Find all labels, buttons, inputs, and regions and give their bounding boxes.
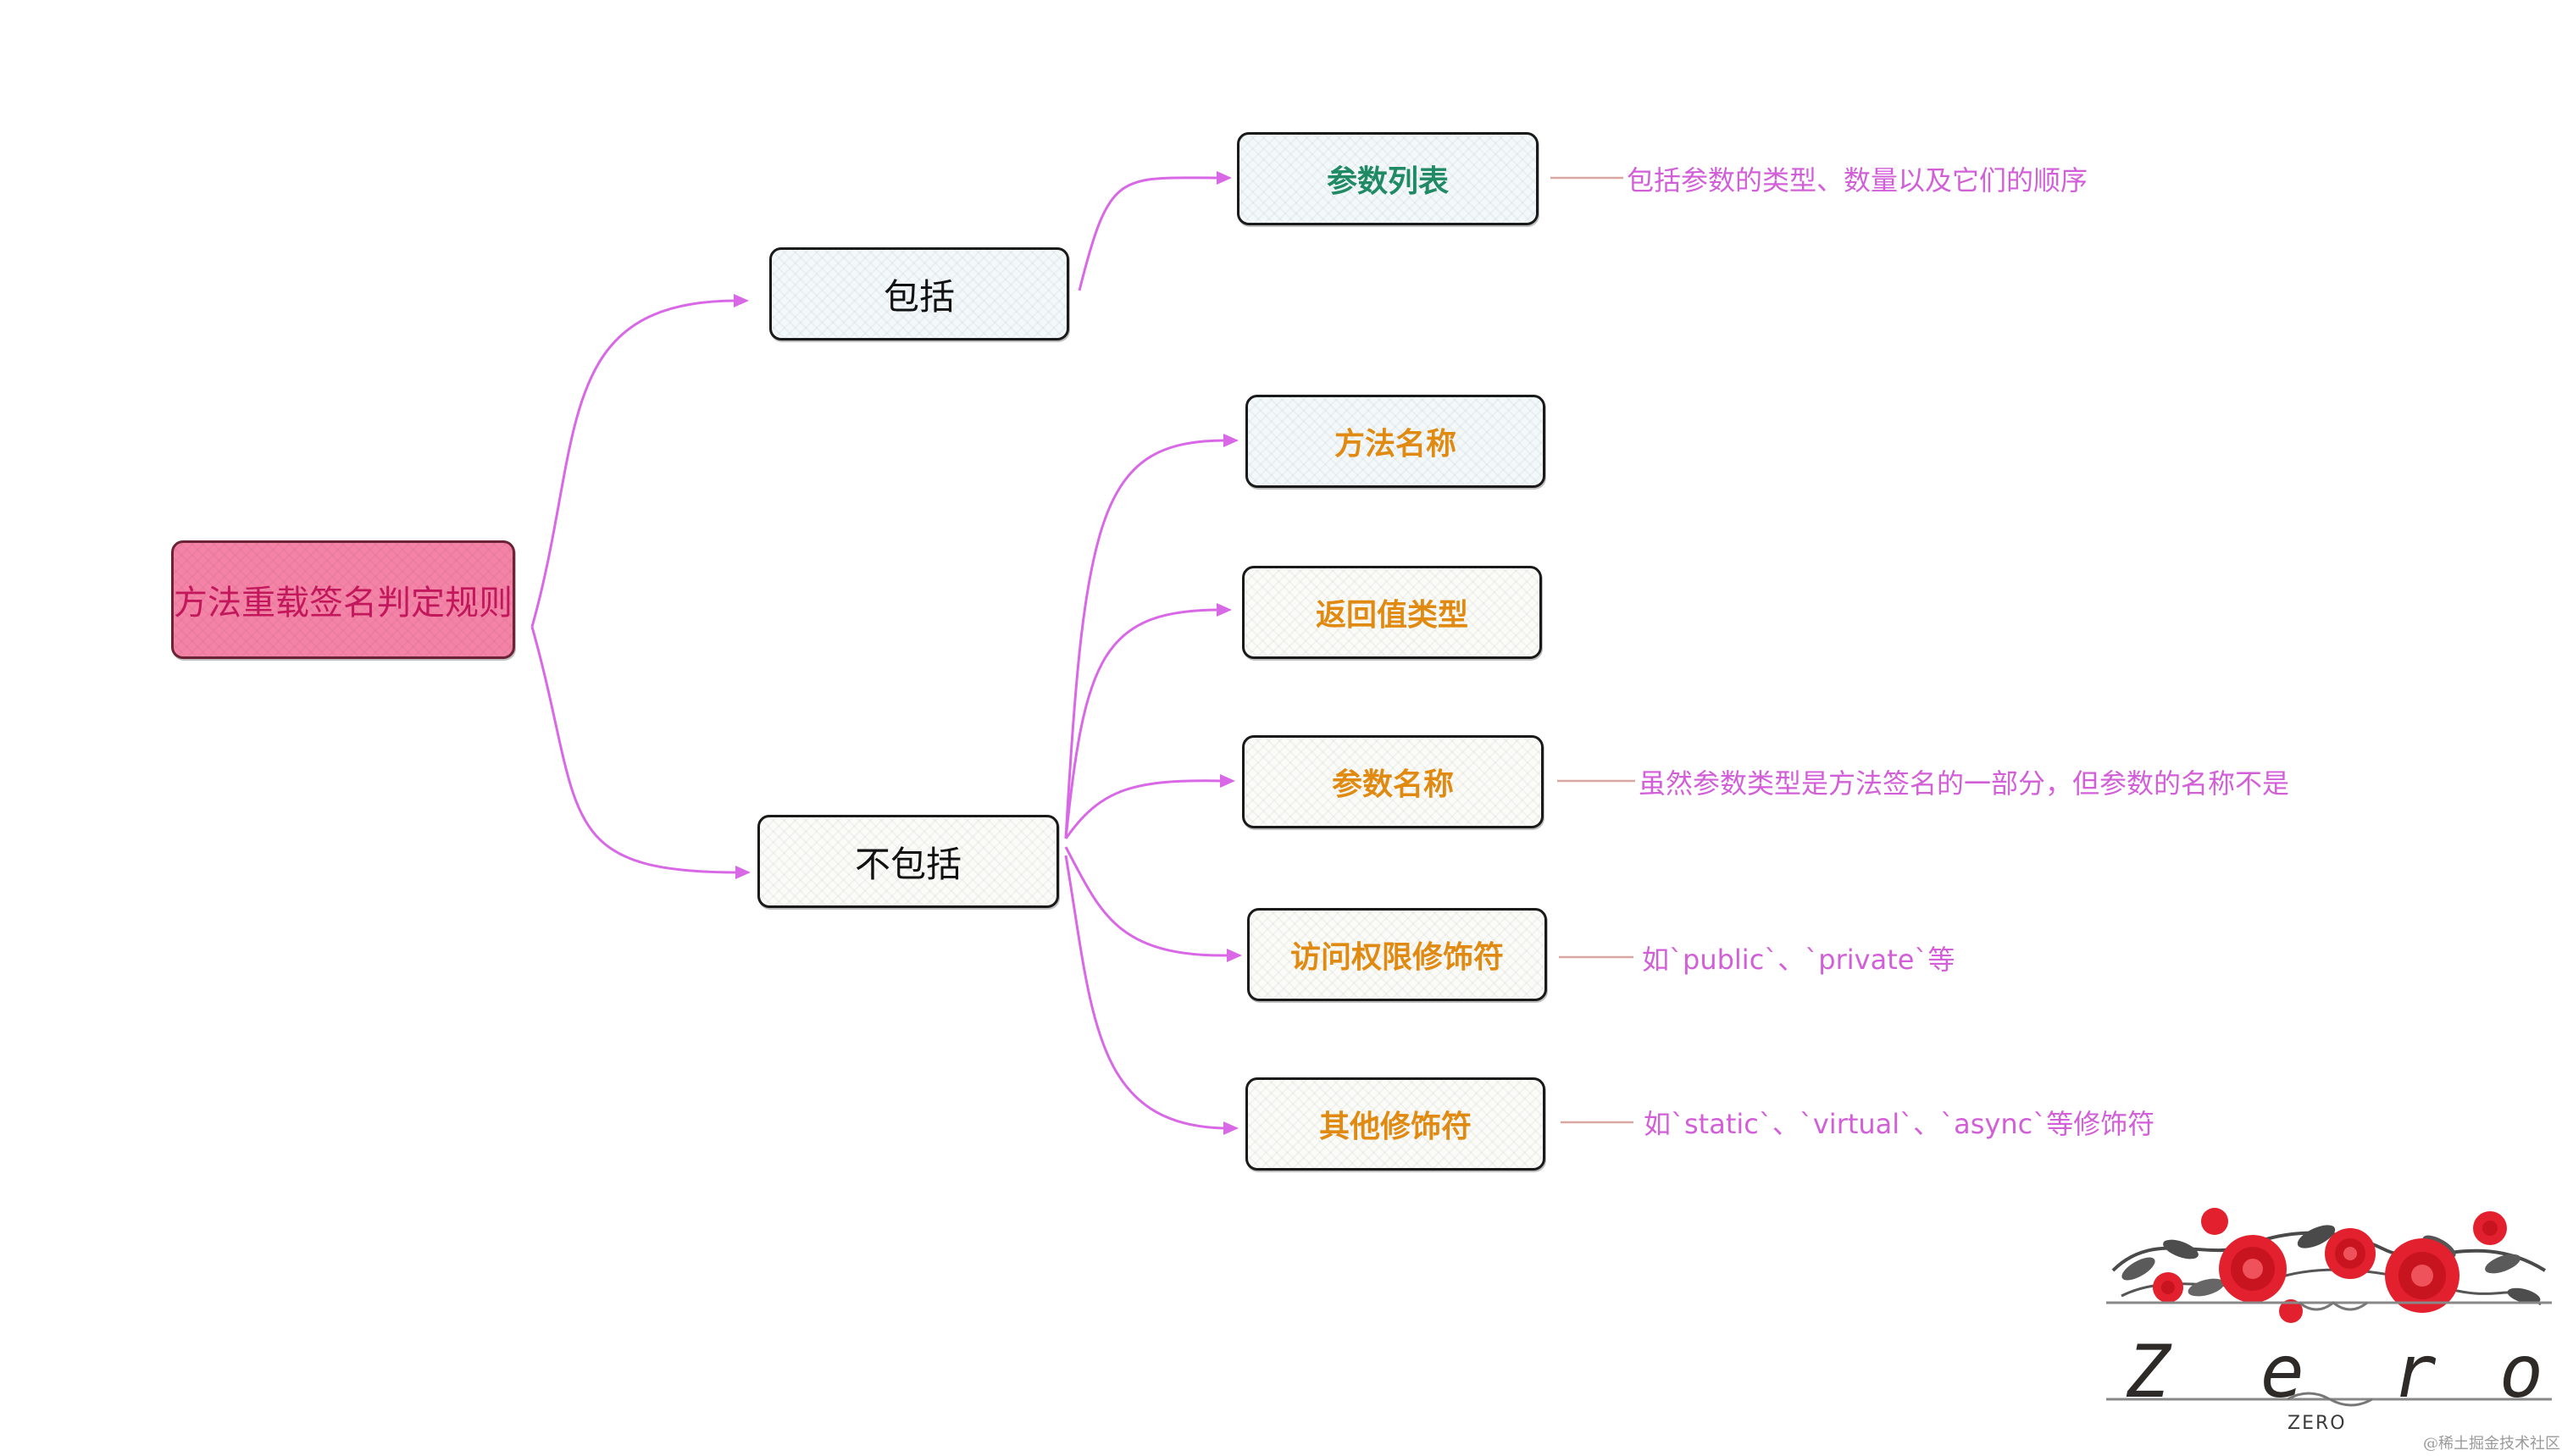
edge-exclude-param-name — [1064, 779, 1224, 839]
return-type-label: 返回值类型 — [1315, 598, 1468, 633]
method-name-node[interactable]: 方法名称 — [1245, 395, 1545, 488]
edge-exclude-other-modifier — [1064, 855, 1228, 1130]
exclude-node[interactable]: 不包括 — [757, 815, 1059, 908]
note-param-name: 虽然参数类型是方法签名的一部分，但参数的名称不是 — [1639, 767, 2290, 800]
return-type-node[interactable]: 返回值类型 — [1242, 566, 1542, 659]
note-access-modifier: 如`public`、`private`等 — [1642, 944, 1955, 976]
logo-letter: Z — [2127, 1330, 2171, 1414]
logo-letter: r — [2393, 1330, 2437, 1414]
root-node[interactable]: 方法重载签名判定规则 — [171, 540, 515, 659]
note-other-modifier: 如`static`、`virtual`、`async`等修饰符 — [1644, 1108, 2155, 1140]
edge-root-exclude — [530, 626, 740, 874]
exclude-label: 不包括 — [854, 843, 962, 885]
edge-exclude-return-type — [1064, 608, 1221, 839]
arrowhead — [1227, 949, 1242, 962]
watermark-text: @稀土掘金技术社区 — [2423, 1435, 2560, 1453]
edge-exclude-access-modifier — [1064, 846, 1231, 957]
param-name-node[interactable]: 参数名称 — [1242, 735, 1544, 828]
logo-letter: e — [2260, 1330, 2304, 1414]
other-modifier-label: 其他修饰符 — [1318, 1110, 1472, 1144]
param-name-label: 参数名称 — [1331, 767, 1454, 802]
param-list-label: 参数列表 — [1326, 164, 1449, 199]
edge-exclude-method-name — [1064, 439, 1228, 839]
arrowhead — [1223, 1121, 1239, 1135]
arrowhead — [735, 866, 751, 879]
access-modifier-label: 访问权限修饰符 — [1289, 940, 1504, 975]
method-name-label: 方法名称 — [1334, 427, 1456, 462]
root-label: 方法重载签名判定规则 — [174, 584, 513, 623]
edge-root-include — [530, 299, 738, 628]
include-label: 包括 — [883, 275, 955, 318]
arrowhead — [1223, 434, 1239, 447]
edge-include-param-list — [1078, 176, 1221, 291]
include-node[interactable]: 包括 — [769, 247, 1069, 340]
arrowhead — [1217, 171, 1232, 185]
other-modifier-node[interactable]: 其他修饰符 — [1245, 1077, 1545, 1171]
logo-letter: o — [2499, 1330, 2543, 1414]
arrowhead — [1220, 774, 1235, 788]
arrowhead — [1217, 603, 1232, 617]
param-list-node[interactable]: 参数列表 — [1237, 132, 1539, 225]
arrowhead — [734, 294, 749, 307]
access-modifier-node[interactable]: 访问权限修饰符 — [1247, 908, 1547, 1001]
note-param-list: 包括参数的类型、数量以及它们的顺序 — [1627, 164, 2088, 197]
zero-logo: Z e r o ZERO — [2104, 1169, 2554, 1448]
rose-garland-icon — [2106, 1208, 2552, 1407]
logo-small-wordmark: ZERO — [2288, 1413, 2347, 1434]
